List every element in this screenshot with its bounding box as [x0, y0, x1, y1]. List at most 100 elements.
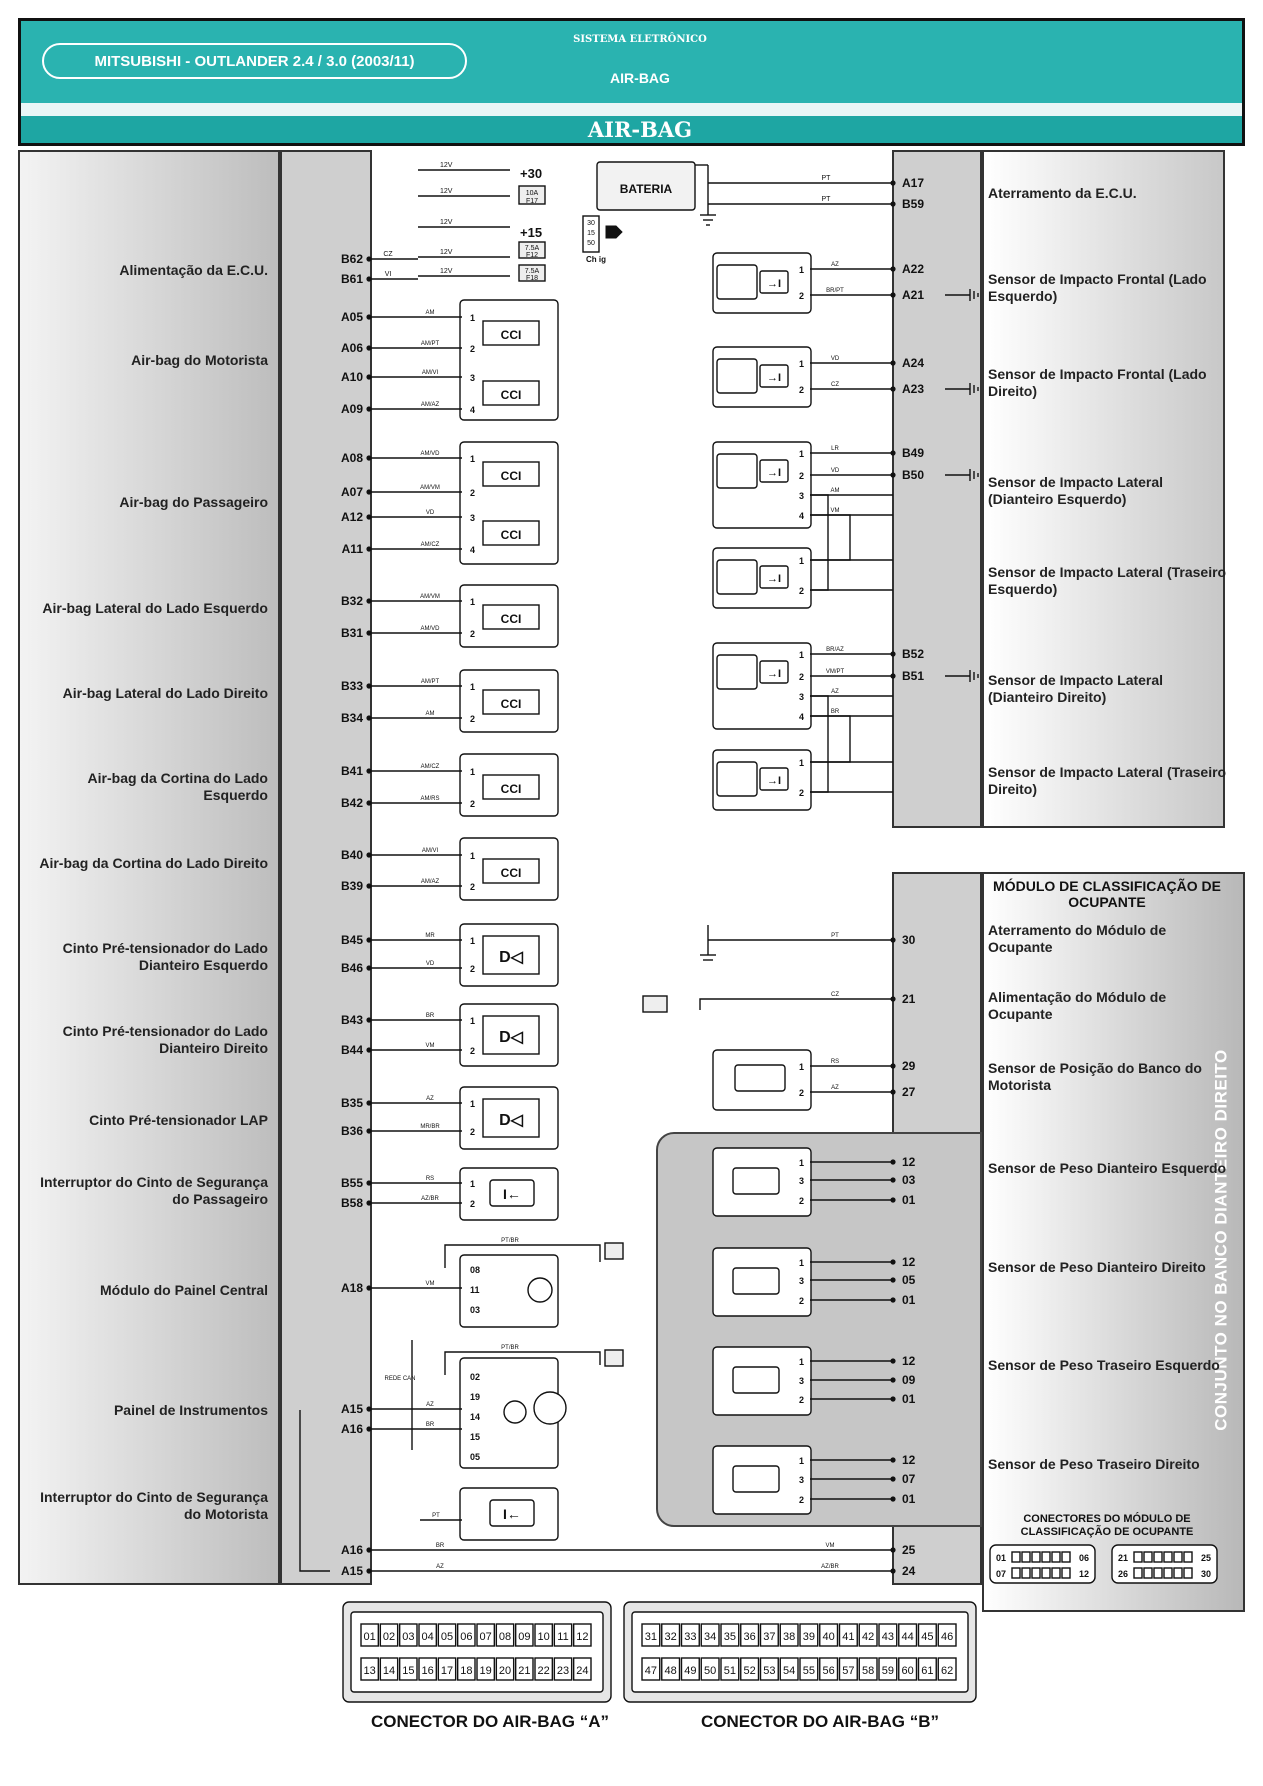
left-label: Alimentação da E.C.U.: [119, 262, 268, 278]
connector-pin-label: 21: [518, 1665, 530, 1677]
connector-pin-label: 57: [842, 1665, 854, 1677]
connector-cavity: [641, 1623, 661, 1647]
connector-cavity: [1051, 1567, 1061, 1579]
connector-cavity: [1031, 1551, 1041, 1563]
occupant-pin-label: 12: [902, 1453, 916, 1467]
component-pin: 2: [470, 1046, 475, 1056]
ecu-pin-label: A09: [341, 402, 363, 416]
connector-pin-label: 16: [422, 1665, 434, 1677]
connector-pin-label: 17: [441, 1665, 453, 1677]
connector-pin-label: 12: [1079, 1569, 1089, 1579]
vehicle-title: MITSUBISHI - OUTLANDER 2.4 / 3.0 (2003/1…: [42, 43, 467, 79]
ecu-pin-label: A22: [902, 262, 924, 276]
occupant-pin-label: 01: [902, 1193, 916, 1207]
wire: [810, 715, 851, 763]
component-pin: 02: [470, 1372, 480, 1382]
squib-icon: [482, 604, 540, 630]
fuse-rating: 7.5A: [525, 245, 540, 252]
wire-color: AM: [831, 488, 840, 494]
left-label: Módulo do Painel Central: [99, 1282, 268, 1298]
sensor-icon: [716, 559, 758, 595]
connector-cavity: [572, 1623, 592, 1647]
pretensioner-glyph: D◁: [499, 1112, 524, 1129]
connector-pin-label: 08: [499, 1631, 511, 1643]
squib-glyph: CCI: [501, 866, 522, 880]
ecu-pin-label: B41: [341, 764, 363, 778]
ecu-pin-label: A15: [341, 1564, 363, 1578]
connector-pin-label: 06: [460, 1631, 472, 1643]
wire-color: RS: [426, 1176, 434, 1182]
right-label: Aterramento do Módulo de Ocupante: [988, 922, 1167, 955]
connector-pin-label: 21: [1118, 1553, 1128, 1563]
component-pin: 1: [799, 359, 804, 369]
ignition-pin: 30: [587, 220, 595, 227]
wire-color: LR: [831, 446, 839, 452]
voltage-label: 12V: [440, 219, 453, 226]
ecu-pin-label: B49: [902, 446, 924, 460]
center-panel-module: [459, 1254, 559, 1328]
occupant-pin-label: 01: [902, 1392, 916, 1406]
connector-cavity: [1011, 1567, 1021, 1579]
connector-pin-label: 15: [402, 1665, 414, 1677]
wire-color: AM/RS: [420, 796, 439, 802]
right-label: Sensor de Peso Dianteiro Esquerdo: [988, 1160, 1227, 1176]
component-pin: 1: [470, 851, 475, 861]
right-label: Sensor de Impacto Lateral (Traseiro Dire…: [988, 764, 1227, 797]
component-pin: 4: [799, 511, 804, 521]
pretensioner-icon: [482, 1015, 540, 1055]
connector-pin-label: 02: [383, 1631, 395, 1643]
connector-cavity: [495, 1623, 515, 1647]
fuse-rating: 10A: [526, 190, 539, 197]
component-pin: 15: [470, 1432, 480, 1442]
connector-pin-label: 18: [460, 1665, 472, 1677]
connector-cavity: [641, 1657, 661, 1681]
component-pin: 1: [799, 1158, 804, 1168]
ecu-pin-label: B34: [341, 711, 363, 725]
sensor-arrow-icon: [759, 270, 789, 294]
sensor-arrow-icon: [759, 459, 789, 483]
ecu-pin-label: B32: [341, 594, 363, 608]
component-pin: 3: [799, 1276, 804, 1286]
sensor-icon: [716, 264, 758, 300]
connector-cavity: [1041, 1551, 1051, 1563]
wire-color: BR: [426, 1422, 435, 1428]
power-wire: [699, 998, 893, 1010]
ecu-pin-label: B35: [341, 1096, 363, 1110]
gauge-icon: [533, 1391, 567, 1425]
connector-pin-label: 42: [862, 1631, 874, 1643]
component-pin: 2: [799, 788, 804, 798]
can-label: REDE CAN: [384, 1376, 415, 1382]
connector-pin-label: 62: [941, 1665, 953, 1677]
connector-cavity: [759, 1623, 779, 1647]
connector-cavity: [1041, 1567, 1051, 1579]
wire-color: MR: [425, 933, 435, 939]
component-pin: 4: [799, 712, 804, 722]
ecu-pin-label: B55: [341, 1176, 363, 1190]
component-pin: 1: [470, 682, 475, 692]
right-label: Sensor de Impacto Lateral (Dianteiro Dir…: [988, 672, 1164, 705]
connector-cavity: [495, 1657, 515, 1681]
occupant-pin-label: 12: [902, 1255, 916, 1269]
sensor-arrow-glyph: →I: [767, 372, 781, 384]
wire-color: BR: [831, 709, 840, 715]
connector-pin-label: 32: [665, 1631, 677, 1643]
right-label: Sensor de Impacto Frontal (Lado Esquerdo…: [988, 271, 1207, 304]
wire-color: AZ: [426, 1096, 434, 1102]
connector-cavity: [799, 1623, 819, 1647]
sensor-icon: [716, 761, 758, 797]
connector-cavity: [553, 1623, 573, 1647]
component-pin: 14: [470, 1412, 480, 1422]
component-pin: 3: [799, 1475, 804, 1485]
belt-switch-glyph: I←: [503, 1186, 521, 1202]
connector-cavity: [779, 1623, 799, 1647]
right-label: Aterramento da E.C.U.: [988, 185, 1137, 201]
component-pin: 2: [470, 882, 475, 892]
wire-color: AM/VI: [422, 848, 439, 854]
component-pin: 2: [470, 488, 475, 498]
component-pin: 3: [799, 1176, 804, 1186]
wire-color: AZ: [426, 1402, 434, 1408]
weight-sensor-icon: [732, 1267, 780, 1295]
ecu-pin-strip-right: [892, 150, 982, 828]
wire-color: AZ: [831, 1085, 839, 1091]
pretensioner-icon: [482, 935, 540, 975]
